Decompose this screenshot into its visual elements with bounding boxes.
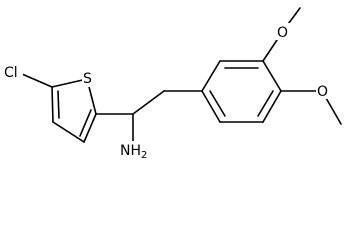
sulfur-label-bg [82, 70, 94, 87]
oxygen-meta-label-bg [276, 23, 290, 40]
amine-label-bg [119, 141, 151, 158]
bond-ar4-ar5-double [257, 90, 274, 117]
bond-ar1-ar2 [201, 60, 221, 92]
oxygen-para-label: O [317, 84, 328, 100]
bond-c5-c4-double [57, 90, 60, 119]
oxygen-meta-label: O [277, 25, 288, 41]
bond-ca-cb [132, 90, 165, 115]
bond-ar6-ar1 [201, 90, 221, 123]
bond-c4-c3 [52, 121, 85, 143]
bond-c5-c4 [51, 86, 54, 123]
bond-ar6-ar1-double [209, 90, 226, 117]
amine-label: NH2 [120, 143, 147, 158]
bond-ar4-ar5 [262, 90, 282, 123]
chlorine-label: Cl [4, 65, 18, 81]
bond-ar3-ar4 [262, 60, 282, 92]
bond-s-c5 [51, 78, 88, 88]
bond-c5-cl [21, 73, 53, 88]
oxygen-para-label-bg [316, 82, 330, 99]
chlorine-label-bg [3, 63, 23, 80]
sulfur-label: S [83, 71, 92, 87]
bond-c3-c2 [83, 113, 97, 143]
bond-c3-c2-double [79, 109, 92, 137]
structure-diagram: Cl S NH2 O O [3, 7, 342, 158]
